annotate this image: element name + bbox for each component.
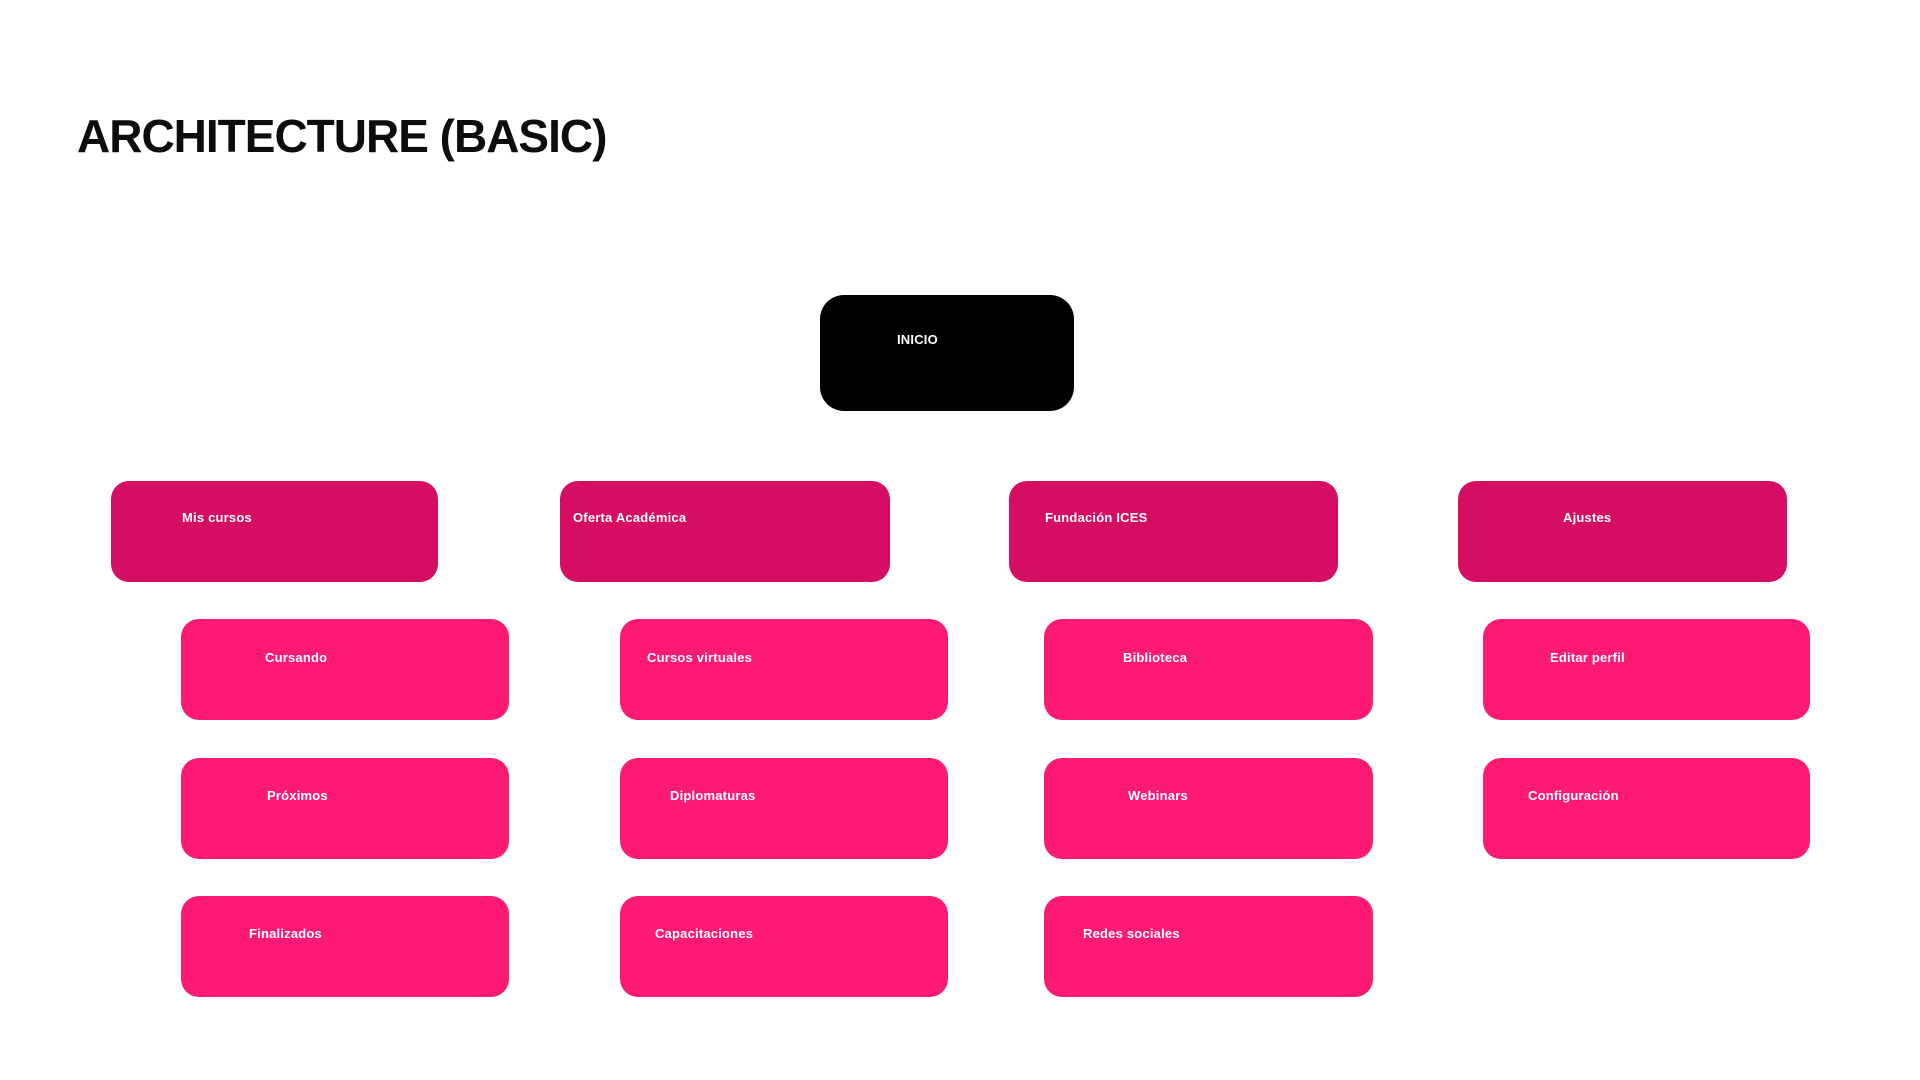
node-mis-cursos[interactable]: Mis cursos bbox=[111, 481, 438, 582]
node-oferta-academica[interactable]: Oferta Académica bbox=[560, 481, 890, 582]
node-ajustes[interactable]: Ajustes bbox=[1458, 481, 1787, 582]
node-diplomaturas-label: Diplomaturas bbox=[670, 788, 756, 803]
node-webinars-label: Webinars bbox=[1128, 788, 1188, 803]
node-inicio[interactable]: INICIO bbox=[820, 295, 1074, 411]
node-finalizados-label: Finalizados bbox=[249, 926, 322, 941]
node-inicio-label: INICIO bbox=[897, 332, 938, 347]
node-cursos-virtuales-label: Cursos virtuales bbox=[647, 650, 753, 665]
node-cursos-virtuales[interactable]: Cursos virtuales bbox=[620, 619, 948, 720]
node-editar-perfil[interactable]: Editar perfil bbox=[1483, 619, 1810, 720]
node-finalizados[interactable]: Finalizados bbox=[181, 896, 509, 997]
node-webinars[interactable]: Webinars bbox=[1044, 758, 1373, 859]
node-configuracion[interactable]: Configuración bbox=[1483, 758, 1810, 859]
node-cursando-label: Cursando bbox=[265, 650, 328, 665]
node-mis-cursos-label: Mis cursos bbox=[182, 510, 252, 525]
node-configuracion-label: Configuración bbox=[1528, 788, 1619, 803]
node-fundacion-ices[interactable]: Fundación ICES bbox=[1009, 481, 1338, 582]
page-title: ARCHITECTURE (BASIC) bbox=[77, 109, 607, 162]
node-proximos[interactable]: Próximos bbox=[181, 758, 509, 859]
node-fundacion-ices-label: Fundación ICES bbox=[1045, 510, 1148, 525]
node-redes-sociales[interactable]: Redes sociales bbox=[1044, 896, 1373, 997]
node-oferta-academica-label: Oferta Académica bbox=[573, 510, 687, 525]
node-diplomaturas[interactable]: Diplomaturas bbox=[620, 758, 948, 859]
node-editar-perfil-label: Editar perfil bbox=[1550, 650, 1625, 665]
node-capacitaciones-label: Capacitaciones bbox=[655, 926, 754, 941]
node-biblioteca-label: Biblioteca bbox=[1123, 650, 1188, 665]
node-redes-sociales-label: Redes sociales bbox=[1083, 926, 1180, 941]
node-cursando[interactable]: Cursando bbox=[181, 619, 509, 720]
node-ajustes-label: Ajustes bbox=[1563, 510, 1612, 525]
node-capacitaciones[interactable]: Capacitaciones bbox=[620, 896, 948, 997]
node-proximos-label: Próximos bbox=[267, 788, 328, 803]
node-biblioteca[interactable]: Biblioteca bbox=[1044, 619, 1373, 720]
